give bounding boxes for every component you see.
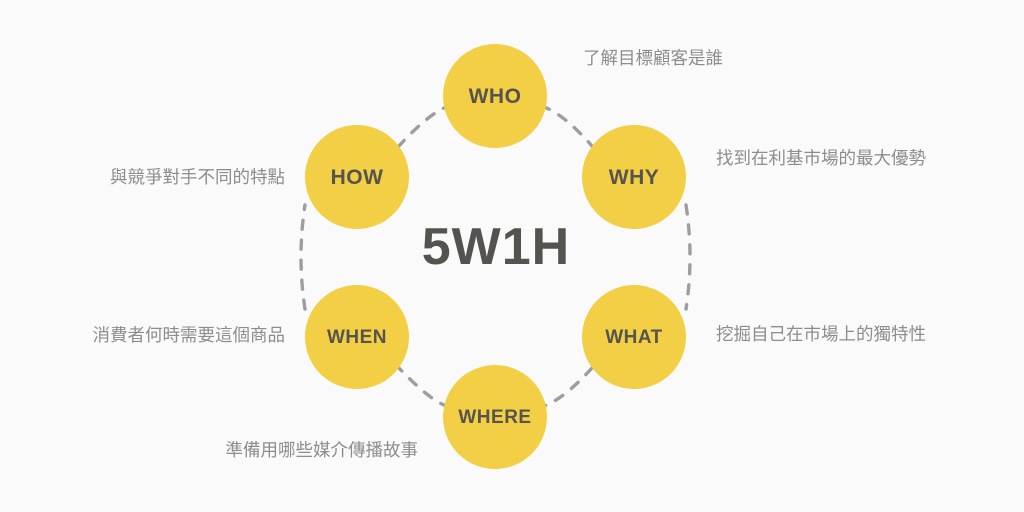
node-label-when: WHEN — [326, 326, 388, 348]
node-label-what: WHAT — [605, 326, 663, 348]
node-label-why: WHY — [608, 165, 660, 189]
connector-when-how — [299, 203, 307, 311]
caption-where: 準備用哪些媒介傳播故事 — [225, 440, 419, 460]
node-label-who: WHO — [468, 84, 522, 108]
caption-what: 挖掘自己在市場上的獨特性 — [716, 324, 926, 344]
node-what[interactable]: WHAT — [582, 285, 686, 389]
node-label-where: WHERE — [458, 406, 532, 428]
connector-who-why — [539, 104, 594, 148]
caption-why: 找到在利基市場的最大優勢 — [716, 148, 926, 168]
caption-who: 了解目標顧客是誰 — [583, 48, 723, 68]
connector-how-who — [396, 104, 451, 149]
caption-when: 消費者何時需要這個商品 — [92, 325, 286, 345]
connector-where-when — [396, 365, 451, 409]
connector-why-what — [684, 203, 692, 311]
node-how[interactable]: HOW — [305, 125, 409, 229]
connector-what-where — [539, 366, 594, 409]
node-label-how: HOW — [330, 165, 384, 189]
diagram-center-title: 5W1H — [421, 218, 571, 276]
caption-how: 與競爭對手不同的特點 — [110, 167, 285, 187]
node-when[interactable]: WHEN — [305, 285, 409, 389]
node-who[interactable]: WHO — [443, 44, 547, 148]
node-why[interactable]: WHY — [582, 125, 686, 229]
node-where[interactable]: WHERE — [443, 365, 547, 469]
